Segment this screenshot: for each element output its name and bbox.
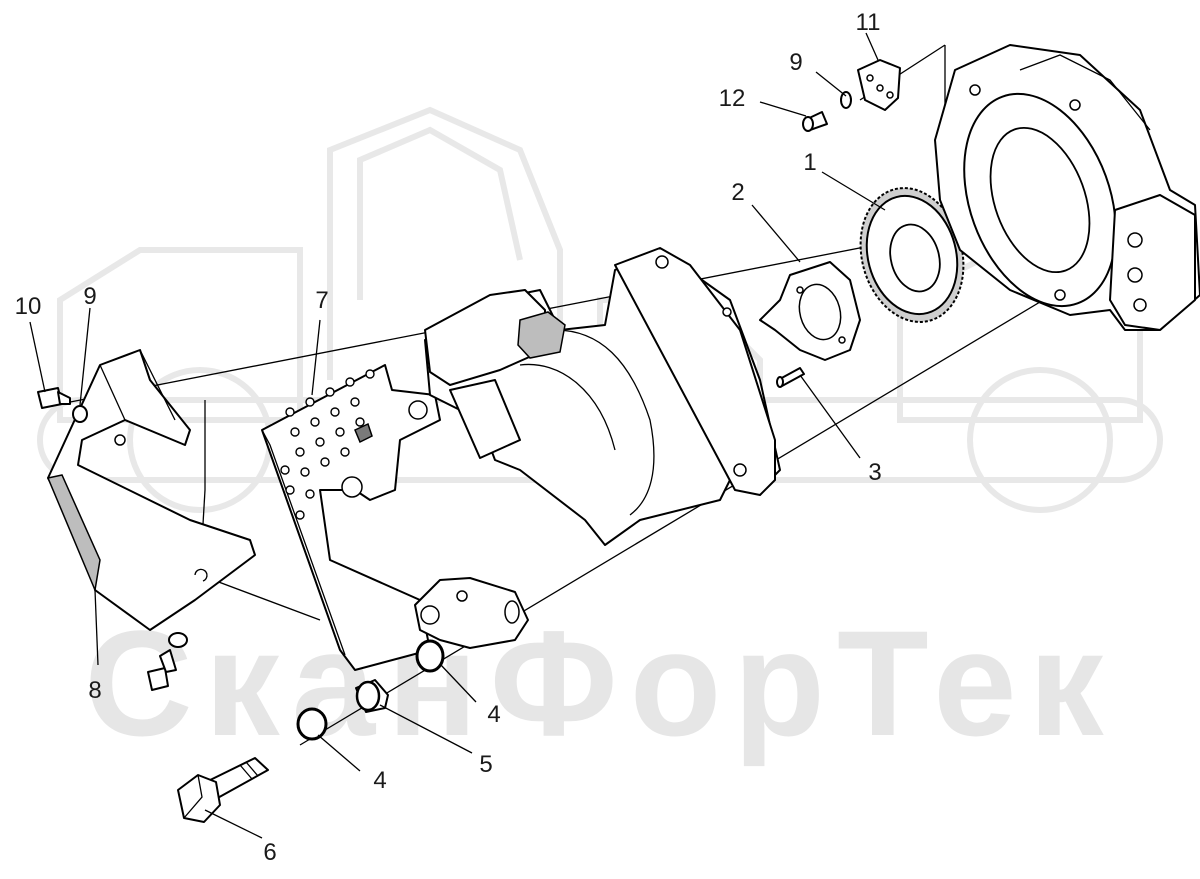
callout-12: 12 <box>719 85 746 112</box>
callout-4b: 4 <box>373 767 386 794</box>
gasket-plate <box>759 261 861 361</box>
watermark-brand-text: СканФорТек <box>84 599 1115 767</box>
cover-bottom-washer <box>168 632 188 648</box>
cover-washer <box>840 91 852 109</box>
flange-housing <box>934 44 1200 331</box>
callout-3: 3 <box>868 459 881 486</box>
callout-8: 8 <box>88 677 101 704</box>
callout-9b: 9 <box>789 49 802 76</box>
callout-6: 6 <box>263 839 276 866</box>
callout-7: 7 <box>315 287 328 314</box>
callout-4a: 4 <box>487 701 500 728</box>
protective-cover <box>46 349 256 631</box>
washer-upper <box>415 639 445 673</box>
mounting-bracket <box>261 364 441 671</box>
hex-bolt <box>177 757 269 823</box>
washer-lower <box>296 707 328 741</box>
callout-9a: 9 <box>83 283 96 310</box>
small-cover-plate <box>857 59 901 111</box>
bushing <box>355 679 389 713</box>
pivot-link <box>414 577 529 649</box>
cover-bolt <box>802 111 828 132</box>
motor-housing <box>424 247 781 546</box>
callout-11: 11 <box>856 9 881 36</box>
watermark: СканФорТек <box>37 106 1163 767</box>
callout-leaders <box>29 32 886 839</box>
callout-10: 10 <box>15 293 42 320</box>
callout-1: 1 <box>803 149 816 176</box>
ring-gear <box>859 187 965 323</box>
cover-top-washer <box>72 405 88 423</box>
callout-2: 2 <box>731 179 744 206</box>
flange-screw <box>776 367 805 388</box>
callout-5: 5 <box>479 751 492 778</box>
cover-top-bolt <box>37 387 71 409</box>
cover-bottom-bolt <box>147 649 177 691</box>
callout-labels: 1 2 3 4 4 5 6 7 8 9 9 10 11 12 <box>15 9 882 866</box>
